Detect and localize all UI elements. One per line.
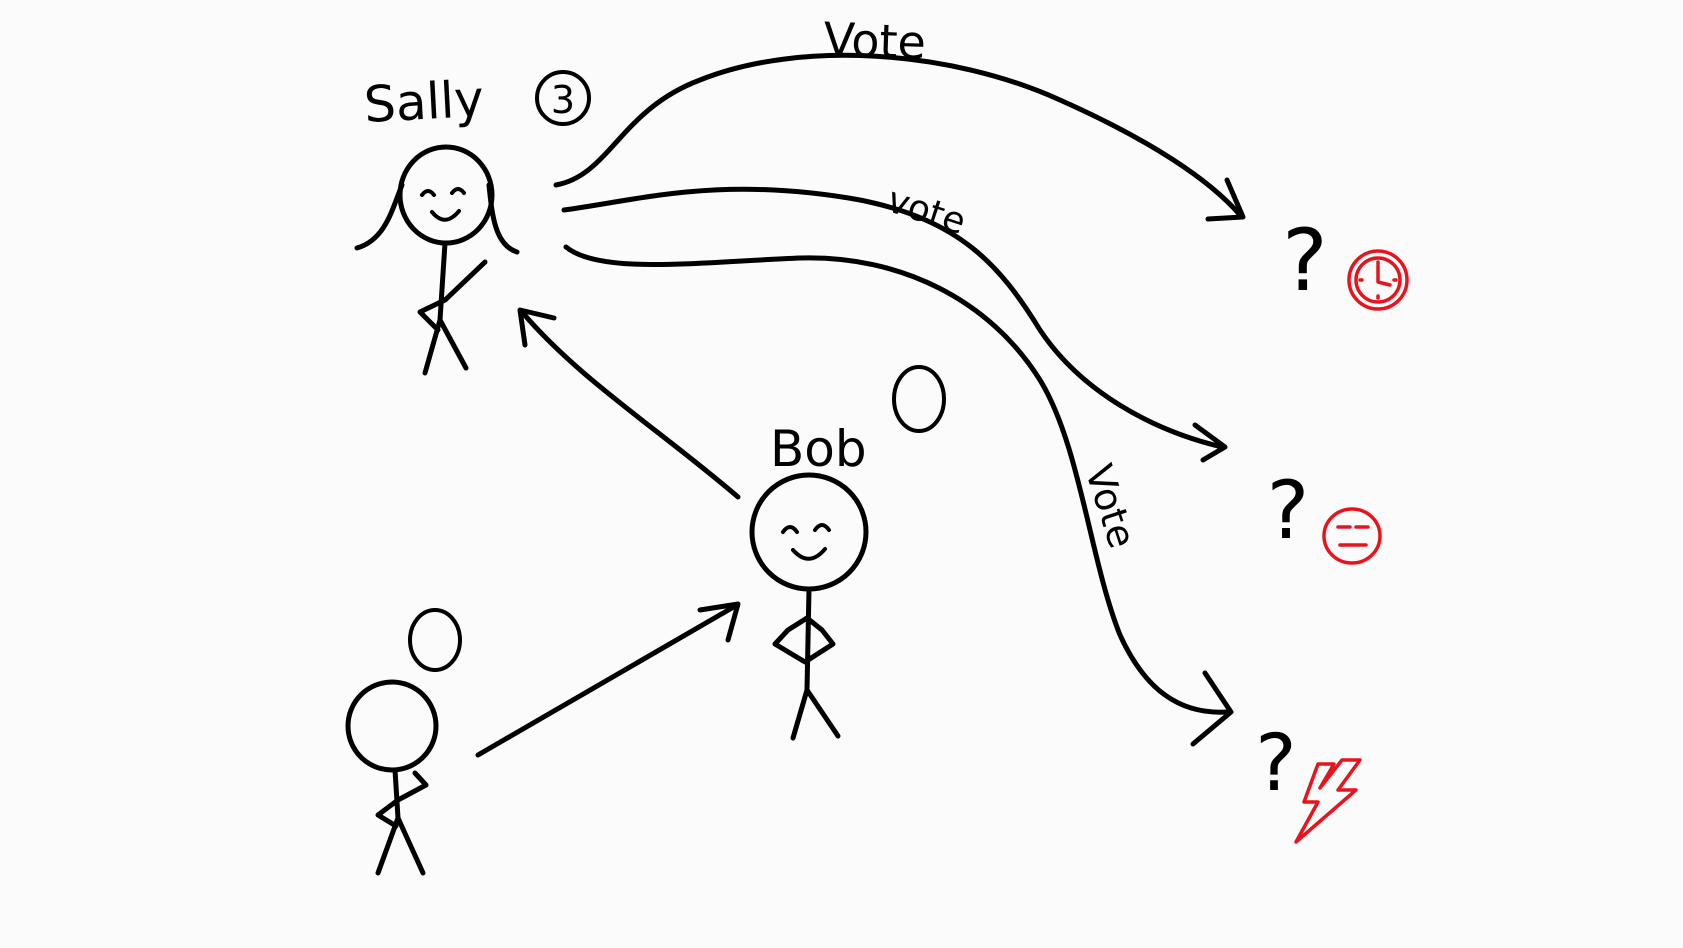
- bob-leg-left: [793, 690, 807, 738]
- third-person-head: [348, 682, 436, 770]
- bob-torso: [807, 589, 809, 690]
- lightning-bolt-icon: [1296, 760, 1360, 842]
- bob-eye-left: [783, 527, 797, 532]
- sally-arm: [420, 262, 485, 330]
- outcome-1: ?: [1282, 211, 1407, 311]
- third-person-torso: [395, 770, 398, 818]
- sally-figure: Sally 3: [357, 70, 589, 373]
- outcome-1-question-mark: ?: [1282, 211, 1328, 311]
- neutral-face-icon: [1324, 509, 1380, 563]
- bob-smile: [793, 549, 825, 559]
- clock-icon: [1349, 251, 1407, 309]
- bob-eye-right: [815, 525, 829, 530]
- bob-leg-right: [807, 690, 838, 736]
- bob-figure: Bob: [752, 367, 944, 738]
- outcome-3: ?: [1255, 719, 1360, 842]
- sally-eye-right: [452, 189, 464, 193]
- sally-leg-right: [440, 320, 466, 368]
- bob-count-circle: [894, 367, 944, 431]
- outcome-2: ?: [1267, 464, 1380, 563]
- delegation-arrows: [478, 310, 738, 755]
- third-person-count-circle: [410, 610, 460, 670]
- sally-head: [400, 147, 492, 243]
- bob-arms: [775, 618, 833, 662]
- third-person-figure: [348, 610, 460, 873]
- vote-label-middle: vote: [882, 180, 970, 244]
- bob-name: Bob: [770, 420, 867, 478]
- outcome-2-question-mark: ?: [1267, 464, 1309, 557]
- outcome-3-question-mark: ?: [1255, 719, 1296, 809]
- vote-arrow-bottom: [566, 247, 1228, 712]
- arrow-bob-to-sally: [522, 312, 738, 497]
- bob-head: [752, 475, 866, 589]
- third-person-leg-right: [398, 818, 423, 873]
- third-person-leg-left: [378, 818, 398, 873]
- arrow-third-to-bob: [478, 605, 737, 755]
- sally-count: 3: [551, 78, 575, 122]
- sally-torso: [440, 243, 445, 320]
- vote-label-top: Vote: [823, 12, 927, 70]
- sally-hair-left: [357, 185, 402, 248]
- sally-name: Sally: [363, 70, 486, 134]
- sally-smile: [432, 211, 459, 220]
- sally-eye-left: [422, 191, 434, 195]
- third-person-arm: [378, 773, 426, 826]
